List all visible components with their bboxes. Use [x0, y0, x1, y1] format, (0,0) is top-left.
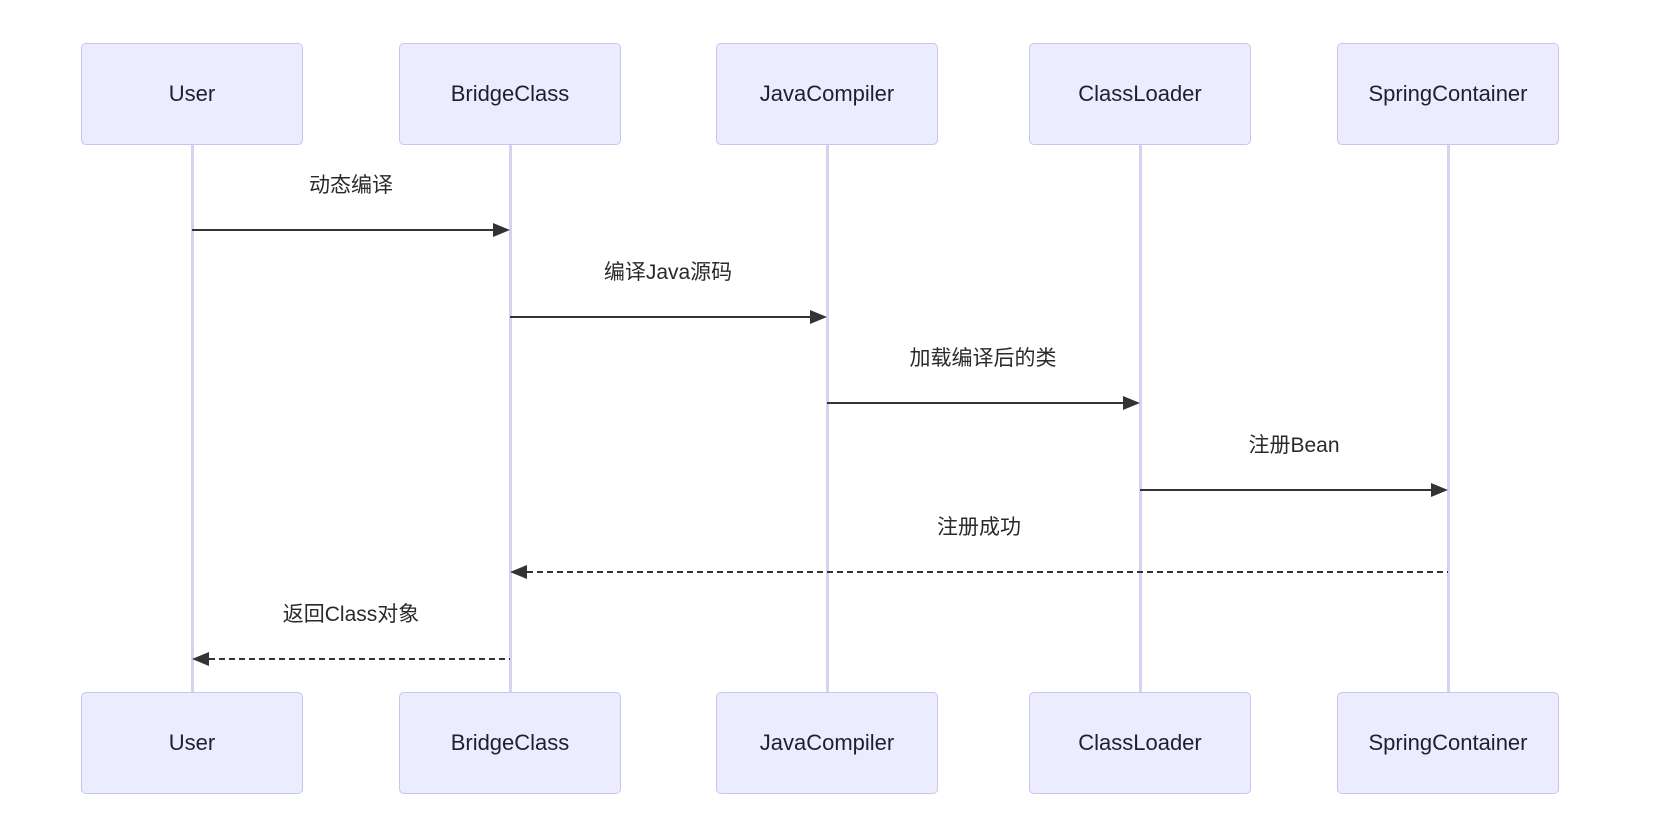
actor-box-classloader-bottom: ClassLoader: [1029, 692, 1251, 794]
arrowhead-right-icon: [1123, 395, 1140, 410]
message-label-5: 注册成功: [937, 516, 1021, 539]
actor-box-classloader-top: ClassLoader: [1029, 43, 1251, 145]
lifeline-springcontainer: [1446, 145, 1450, 692]
actor-box-javacompiler-top: JavaCompiler: [716, 43, 938, 145]
lifeline-bridgeclass: [508, 145, 512, 692]
actor-box-springcontainer-bottom: SpringContainer: [1337, 692, 1559, 794]
message-line-3: [827, 401, 1124, 405]
arrowhead-left-icon: [510, 564, 527, 579]
actor-box-bridgeclass-top: BridgeClass: [399, 43, 621, 145]
message-line-2: [510, 315, 811, 319]
actor-box-bridgeclass-bottom: BridgeClass: [399, 692, 621, 794]
message-label-4: 注册Bean: [1248, 434, 1340, 457]
actor-label-springcontainer-top: SpringContainer: [1368, 81, 1528, 106]
message-line-4: [1140, 488, 1432, 492]
actor-label-springcontainer-bottom: SpringContainer: [1368, 730, 1528, 755]
actor-box-springcontainer-top: SpringContainer: [1337, 43, 1559, 145]
actor-label-user-top: User: [168, 81, 216, 106]
message-label-3: 加载编译后的类: [909, 347, 1057, 370]
actor-label-classloader-bottom: ClassLoader: [1078, 730, 1202, 755]
arrowhead-right-icon: [810, 309, 827, 324]
message-label-2: 编译Java源码: [603, 261, 733, 284]
arrowhead-right-icon: [1431, 482, 1448, 497]
arrowhead-left-icon: [192, 651, 209, 666]
message-line-1: [192, 228, 494, 232]
lifeline-user: [190, 145, 194, 692]
message-line-5: [527, 570, 1448, 574]
actor-label-bridgeclass-top: BridgeClass: [450, 81, 570, 106]
actor-label-user-bottom: User: [168, 730, 216, 755]
actor-box-user-top: User: [81, 43, 303, 145]
actor-box-javacompiler-bottom: JavaCompiler: [716, 692, 938, 794]
message-label-1: 动态编译: [309, 174, 393, 197]
message-line-6: [209, 657, 510, 661]
message-label-6: 返回Class对象: [282, 603, 420, 626]
lifeline-javacompiler: [825, 145, 829, 692]
actor-label-javacompiler-top: JavaCompiler: [759, 81, 895, 106]
actor-box-user-bottom: User: [81, 692, 303, 794]
lifeline-classloader: [1138, 145, 1142, 692]
actor-label-javacompiler-bottom: JavaCompiler: [759, 730, 895, 755]
arrowhead-right-icon: [493, 222, 510, 237]
actor-label-classloader-top: ClassLoader: [1078, 81, 1202, 106]
actor-label-bridgeclass-bottom: BridgeClass: [450, 730, 570, 755]
